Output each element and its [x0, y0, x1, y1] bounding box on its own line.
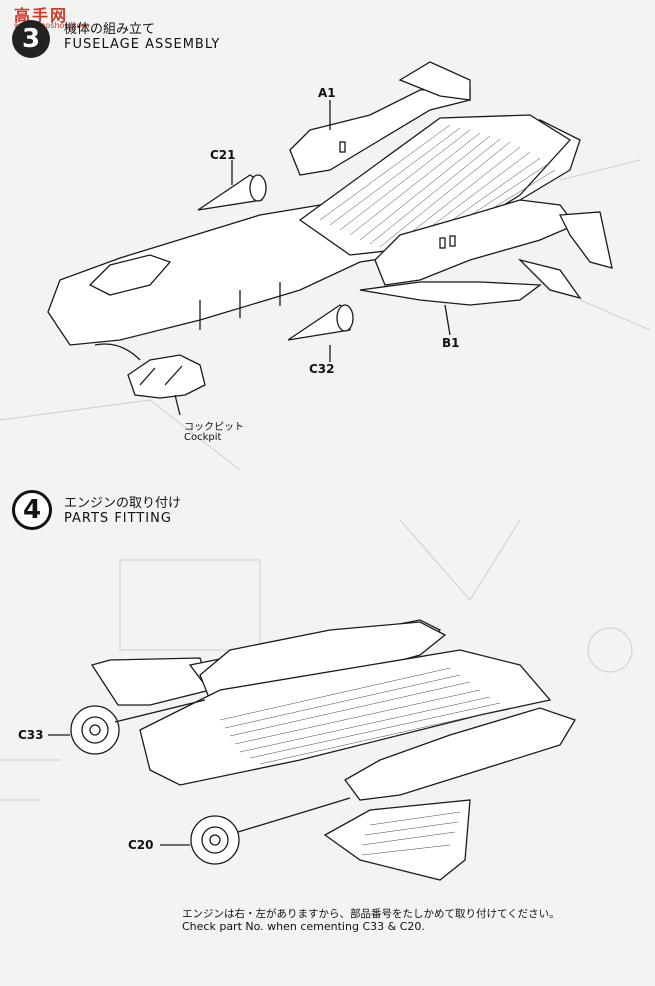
step-4-number: 4	[12, 490, 52, 530]
step-4-title-en: PARTS FITTING	[64, 511, 172, 526]
part-label-c33: C33	[18, 728, 44, 742]
step-3-title-en: FUSELAGE ASSEMBLY	[64, 37, 221, 52]
fuselage-assembly-drawing	[47, 61, 613, 416]
part-label-c32: C32	[309, 362, 335, 376]
note-en: Check part No. when cementing C33 & C20.	[182, 920, 425, 933]
step-3-number: 3	[12, 20, 50, 58]
cockpit-label-jp: コックピット	[184, 422, 244, 433]
step-3-title-jp: 機体の組み立て	[64, 22, 156, 37]
part-label-a1: A1	[318, 86, 336, 100]
cockpit-label-en: Cockpit	[184, 432, 222, 443]
part-label-c20: C20	[128, 838, 154, 852]
step-4-title-jp: エンジンの取り付け	[64, 496, 182, 511]
watermark-url: www.gaoshou.com	[14, 21, 90, 30]
parts-fitting-drawing	[48, 619, 576, 881]
background-bleed	[0, 159, 651, 801]
part-label-c21: C21	[210, 148, 236, 162]
part-label-b1: B1	[442, 336, 460, 350]
note-jp: エンジンは右・左がありますから、部品番号をたしかめて取り付けてください。	[182, 908, 560, 920]
